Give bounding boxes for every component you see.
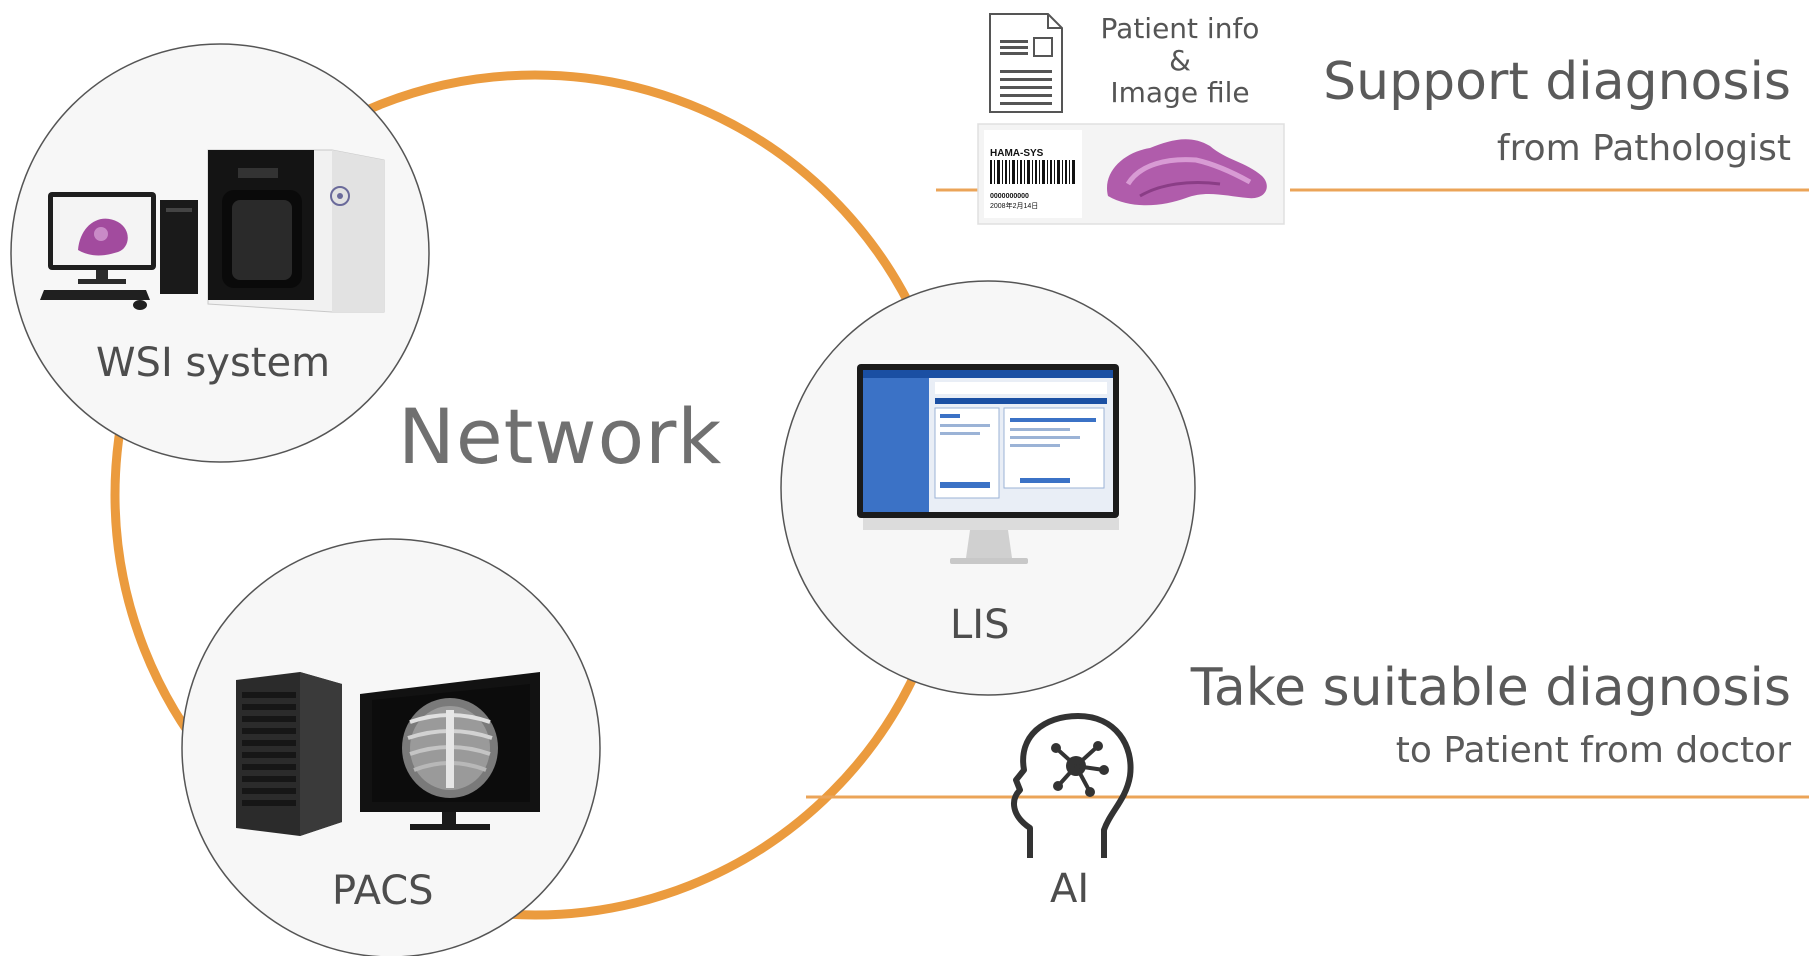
- pacs-server-icon: [236, 672, 342, 836]
- ai-head-icon: [1011, 713, 1134, 858]
- barcode-label: HAMA-SYS: [990, 148, 1044, 159]
- patient-info-label: Patient info: [1100, 12, 1260, 45]
- document-icon: [989, 13, 1063, 113]
- lis-label: LIS: [950, 602, 1010, 648]
- barcode: [990, 160, 1075, 184]
- network-label: Network: [398, 392, 723, 481]
- barcode-date: 2008年2月14日: [990, 201, 1038, 210]
- support-diagnosis-subtitle: from Pathologist: [1496, 128, 1791, 169]
- barcode-number: 0000000000: [990, 193, 1029, 200]
- support-diagnosis-title: Support diagnosis: [1323, 52, 1791, 112]
- wsi-system-icon: [40, 149, 385, 313]
- glass-slide: HAMA-SYS 0000000000 2008年2月14日: [977, 123, 1285, 225]
- take-diagnosis-title: Take suitable diagnosis: [1190, 658, 1791, 718]
- tissue-sample: [1107, 139, 1267, 206]
- lis-monitor-icon: [857, 364, 1119, 564]
- ai-label: AI: [1050, 866, 1090, 912]
- pacs-xray-monitor-icon: [360, 672, 540, 830]
- patient-info-ampersand: &: [1169, 44, 1191, 77]
- pacs-label: PACS: [332, 868, 434, 914]
- take-diagnosis-subtitle: to Patient from doctor: [1395, 730, 1791, 771]
- image-file-label: Image file: [1110, 76, 1250, 109]
- wsi-system-label: WSI system: [96, 340, 331, 386]
